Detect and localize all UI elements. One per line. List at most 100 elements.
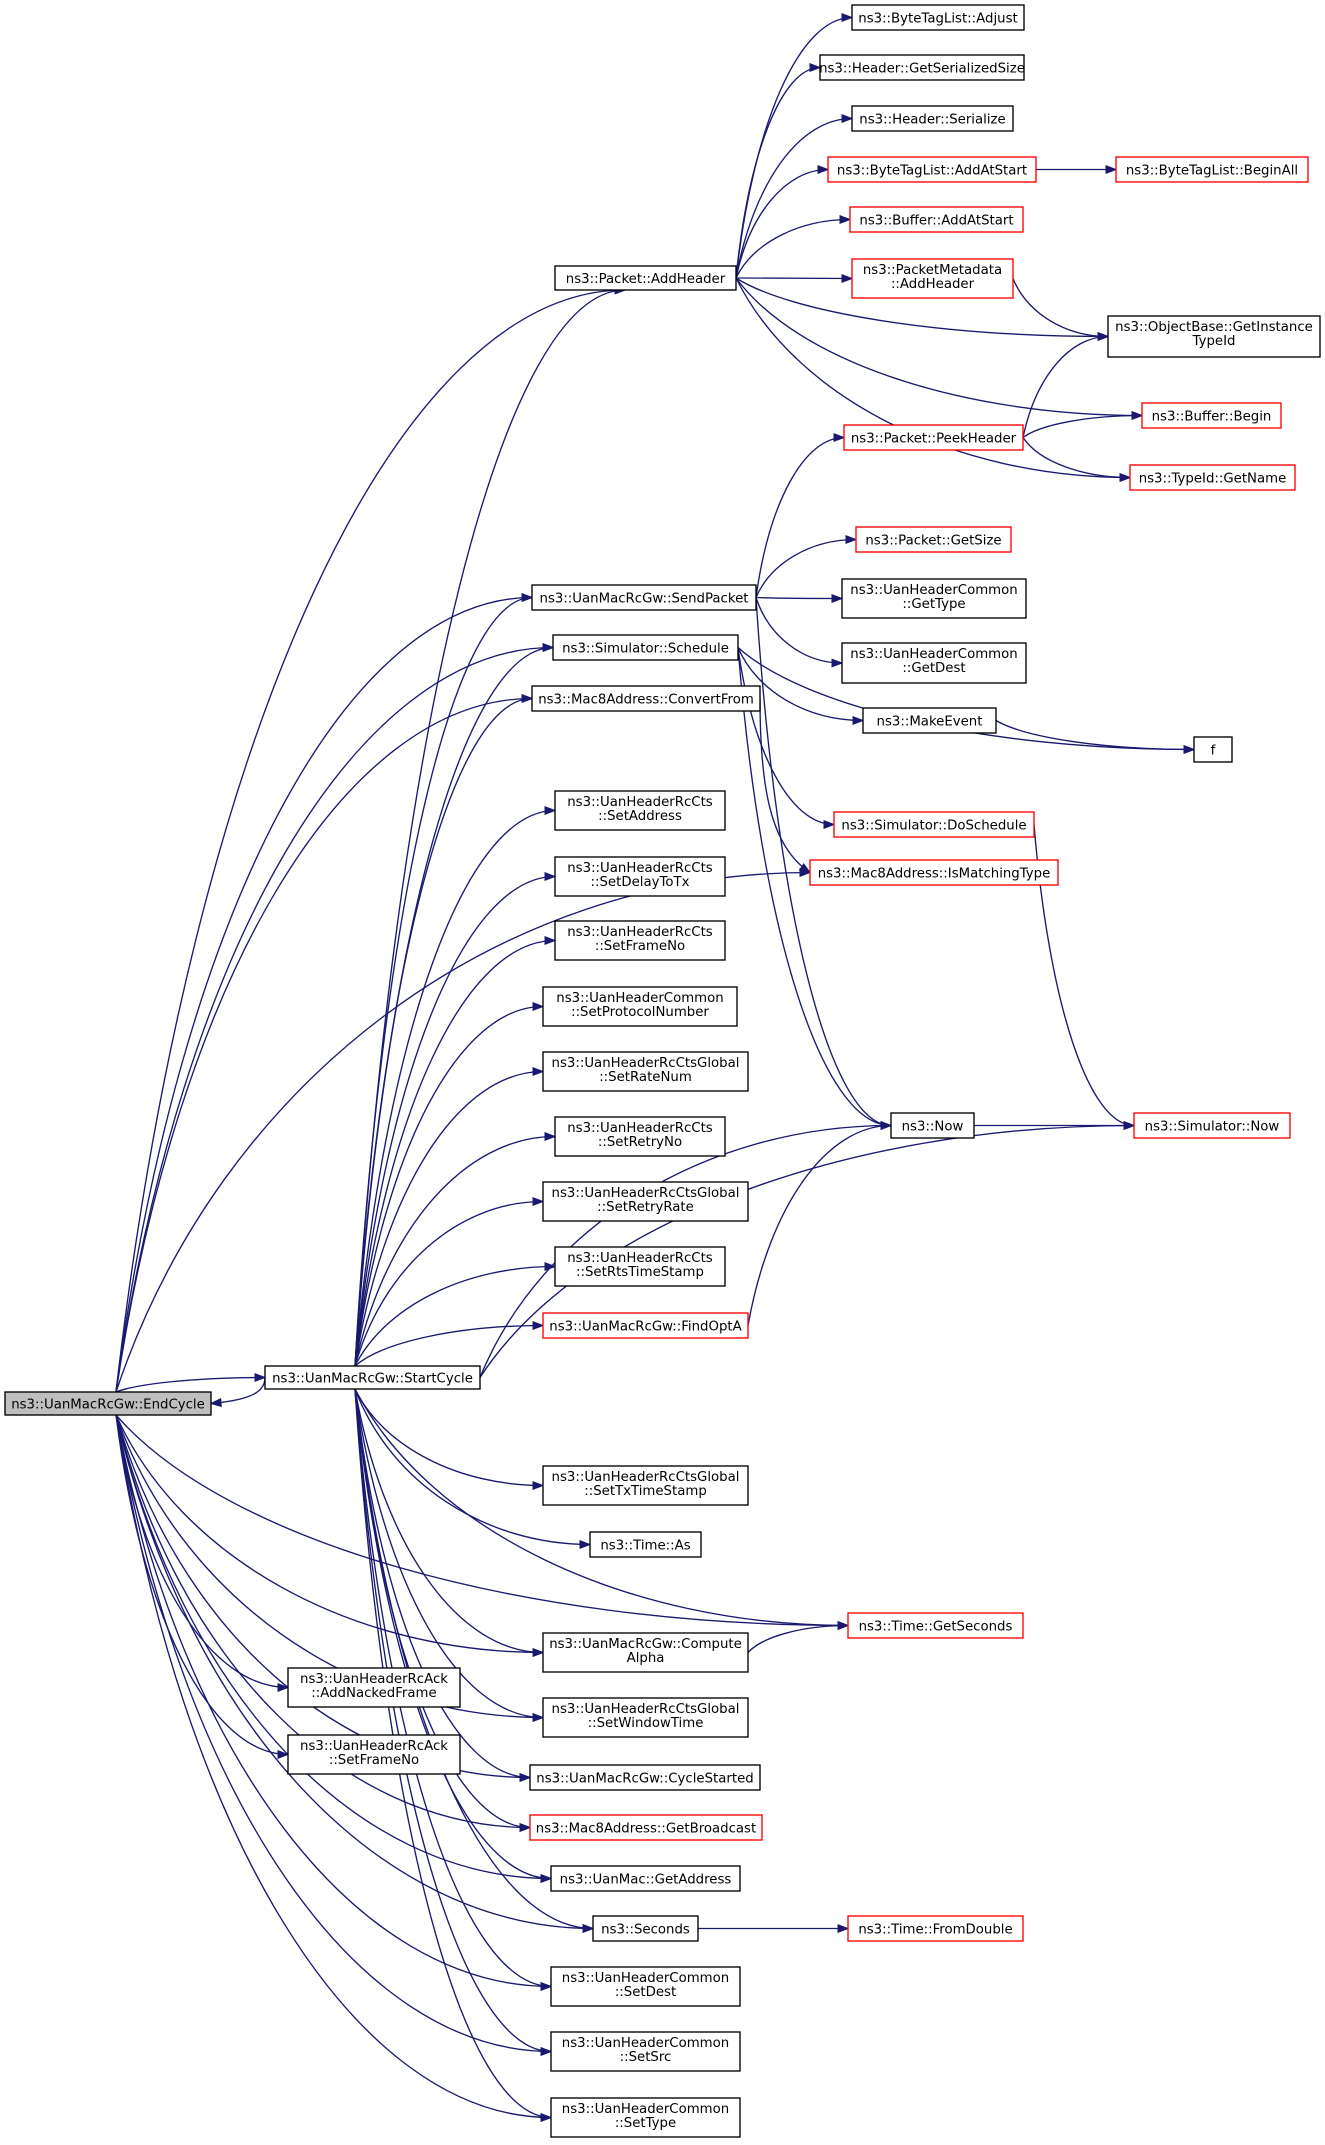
node-label: ::SetDelayToTx: [591, 875, 690, 890]
node-uhc-gettype[interactable]: ns3::UanHeaderCommon::GetType: [841, 578, 1027, 619]
edge-send_packet-to-uhc_getdest: [755, 597, 844, 668]
node-buf-begin[interactable]: ns3::Buffer::Begin: [1141, 402, 1282, 429]
edge-sim_schedule-to-make_event: [737, 647, 865, 726]
node-cts-setaddress[interactable]: ns3::UanHeaderRcCts::SetAddress: [554, 790, 726, 831]
node-make-event[interactable]: ns3::MakeEvent: [862, 707, 997, 734]
node-seconds[interactable]: ns3::Seconds: [592, 1915, 699, 1942]
node-label: ::SetProtocolNumber: [571, 1005, 709, 1020]
node-box: [833, 811, 1035, 838]
node-btl-addatstart[interactable]: ns3::ByteTagList::AddAtStart: [827, 156, 1037, 183]
node-box: [1115, 156, 1309, 183]
node-time-fromdouble[interactable]: ns3::Time::FromDouble: [847, 1915, 1024, 1942]
node-cycle-started[interactable]: ns3::UanMacRcGw::CycleStarted: [529, 1764, 761, 1791]
call-nodes: ns3::UanMacRcGw::EndCyclens3::UanMacRcGw…: [4, 4, 1321, 2138]
node-uhc-setsrc[interactable]: ns3::UanHeaderCommon::SetSrc: [550, 2031, 741, 2072]
node-label: ns3::ByteTagList::Adjust: [858, 12, 1017, 27]
node-peek-header[interactable]: ns3::Packet::PeekHeader: [843, 424, 1024, 451]
node-cts-setrtstimestamp[interactable]: ns3::UanHeaderRcCts::SetRtsTimeStamp: [554, 1246, 726, 1287]
edge-start_cycle-to-uhc_setprotocol: [354, 1001, 545, 1367]
node-box: [589, 1531, 702, 1558]
node-label: ns3::UanHeaderCommon: [850, 647, 1017, 662]
edge-start_cycle-to-uhc_setsrc: [354, 1388, 553, 2057]
edge-compute_alpha-to-time_getseconds: [747, 1620, 850, 1653]
node-label: ns3::Mac8Address::ConvertFrom: [538, 693, 754, 708]
node-ack-addnacked[interactable]: ns3::UanHeaderRcAck::AddNackedFrame: [287, 1667, 461, 1708]
node-box: [542, 1697, 749, 1738]
node-box: [542, 1312, 749, 1339]
node-box: [1193, 736, 1233, 763]
node-label: ns3::UanHeaderCommon: [562, 2102, 729, 2117]
node-buf-addatstart[interactable]: ns3::Buffer::AddAtStart: [849, 206, 1024, 233]
node-label: ns3::ObjectBase::GetInstance: [1115, 320, 1313, 335]
node-ctsg-setratenum[interactable]: ns3::UanHeaderRcCtsGlobal::SetRateNum: [542, 1051, 749, 1092]
node-start-cycle[interactable]: ns3::UanMacRcGw::StartCycle: [264, 1365, 481, 1390]
node-label: ns3::Simulator::DoSchedule: [841, 819, 1026, 834]
edge-start_cycle-to-time_getseconds: [354, 1388, 850, 1631]
edge-start_cycle-to-find_opta: [354, 1320, 545, 1367]
edge-peek_header-to-typeid_getname: [1022, 437, 1132, 483]
node-ack-setframeno[interactable]: ns3::UanHeaderRcAck::SetFrameNo: [287, 1734, 461, 1775]
node-label: ::SetSrc: [620, 2050, 672, 2065]
node-label: ns3::UanHeaderRcCts: [567, 795, 713, 810]
edge-start_cycle-to-ctsg_settxtimestamp: [354, 1388, 545, 1491]
edge-peek_header-to-buf_begin: [1022, 410, 1144, 439]
edge-start_cycle-to-send_packet: [354, 592, 534, 1367]
node-uanmac-getaddress[interactable]: ns3::UanMac::GetAddress: [550, 1865, 741, 1892]
node-cts-setretryno[interactable]: ns3::UanHeaderRcCts::SetRetryNo: [554, 1116, 726, 1157]
node-ctsg-settxtimestamp[interactable]: ns3::UanHeaderRcCtsGlobal::SetTxTimeStam…: [542, 1465, 749, 1506]
node-send-packet[interactable]: ns3::UanMacRcGw::SendPacket: [531, 584, 757, 611]
node-hdr-serialize[interactable]: ns3::Header::Serialize: [851, 105, 1014, 132]
node-box: [542, 1632, 749, 1673]
node-box: [4, 1391, 212, 1416]
node-pm-addheader[interactable]: ns3::PacketMetadata::AddHeader: [851, 258, 1014, 299]
node-ctsg-setwindow[interactable]: ns3::UanHeaderRcCtsGlobal::SetWindowTime: [542, 1697, 749, 1738]
node-sim-now[interactable]: ns3::Simulator::Now: [1133, 1112, 1291, 1139]
node-box: [542, 986, 738, 1027]
node-end-cycle[interactable]: ns3::UanMacRcGw::EndCycle: [4, 1391, 212, 1416]
node-box: [287, 1667, 461, 1708]
node-label: ns3::Simulator::Now: [1145, 1120, 1280, 1135]
node-uhc-setprotocol[interactable]: ns3::UanHeaderCommon::SetProtocolNumber: [542, 986, 738, 1027]
node-label: ns3::Time::FromDouble: [858, 1923, 1012, 1938]
node-find-opta[interactable]: ns3::UanMacRcGw::FindOptA: [542, 1312, 749, 1339]
node-label: ::SetFrameNo: [329, 1753, 419, 1768]
node-label: ns3::UanHeaderRcCts: [567, 925, 713, 940]
node-typeid-getname[interactable]: ns3::TypeId::GetName: [1129, 464, 1296, 491]
node-hdr-getsersize[interactable]: ns3::Header::GetSerializedSize: [819, 54, 1025, 81]
node-btl-beginall[interactable]: ns3::ByteTagList::BeginAll: [1115, 156, 1309, 183]
edge-start_cycle-to-cts_setretryno: [354, 1131, 557, 1367]
node-label: ::GetType: [902, 597, 965, 612]
node-cts-setdelaytotx[interactable]: ns3::UanHeaderRcCts::SetDelayToTx: [554, 856, 726, 897]
node-uhc-getdest[interactable]: ns3::UanHeaderCommon::GetDest: [841, 642, 1027, 684]
edge-add_header-to-hdr_serialize: [735, 113, 854, 279]
node-label: ns3::UanMacRcGw::SendPacket: [540, 592, 749, 607]
node-box: [531, 584, 757, 611]
node-sim-schedule[interactable]: ns3::Simulator::Schedule: [552, 634, 739, 661]
edge-send_packet-to-uhc_gettype: [755, 593, 844, 604]
node-sim-doschedule[interactable]: ns3::Simulator::DoSchedule: [833, 811, 1035, 838]
node-btl-adjust[interactable]: ns3::ByteTagList::Adjust: [851, 4, 1025, 31]
node-box: [841, 642, 1027, 684]
node-m8-convertfrom[interactable]: ns3::Mac8Address::ConvertFrom: [531, 685, 761, 712]
node-pkt-getsize[interactable]: ns3::Packet::GetSize: [855, 526, 1012, 553]
node-add-header[interactable]: ns3::Packet::AddHeader: [554, 265, 737, 291]
node-uhc-settype[interactable]: ns3::UanHeaderCommon::SetType: [550, 2097, 741, 2138]
node-label: ns3::Time::As: [600, 1539, 690, 1554]
node-now[interactable]: ns3::Now: [890, 1112, 975, 1139]
node-cts-setframeno[interactable]: ns3::UanHeaderRcCts::SetFrameNo: [554, 920, 726, 961]
node-f[interactable]: f: [1193, 736, 1233, 763]
node-m8-ismatching[interactable]: ns3::Mac8Address::IsMatchingType: [809, 859, 1059, 886]
edge-start_cycle-to-cts_setaddress: [354, 805, 557, 1367]
node-uhc-setdest[interactable]: ns3::UanHeaderCommon::SetDest: [550, 1966, 741, 2007]
node-box: [855, 526, 1012, 553]
node-time-as[interactable]: ns3::Time::As: [589, 1531, 702, 1558]
node-ctsg-setretryrate[interactable]: ns3::UanHeaderRcCtsGlobal::SetRetryRate: [542, 1181, 749, 1222]
edge-send_packet-to-peek_header: [755, 432, 846, 598]
node-time-getseconds[interactable]: ns3::Time::GetSeconds: [847, 1612, 1024, 1639]
node-box: [554, 920, 726, 961]
node-label: f: [1211, 744, 1216, 759]
node-m8-getbroadcast[interactable]: ns3::Mac8Address::GetBroadcast: [529, 1814, 763, 1841]
edge-send_packet-to-pkt_getsize: [755, 534, 858, 598]
